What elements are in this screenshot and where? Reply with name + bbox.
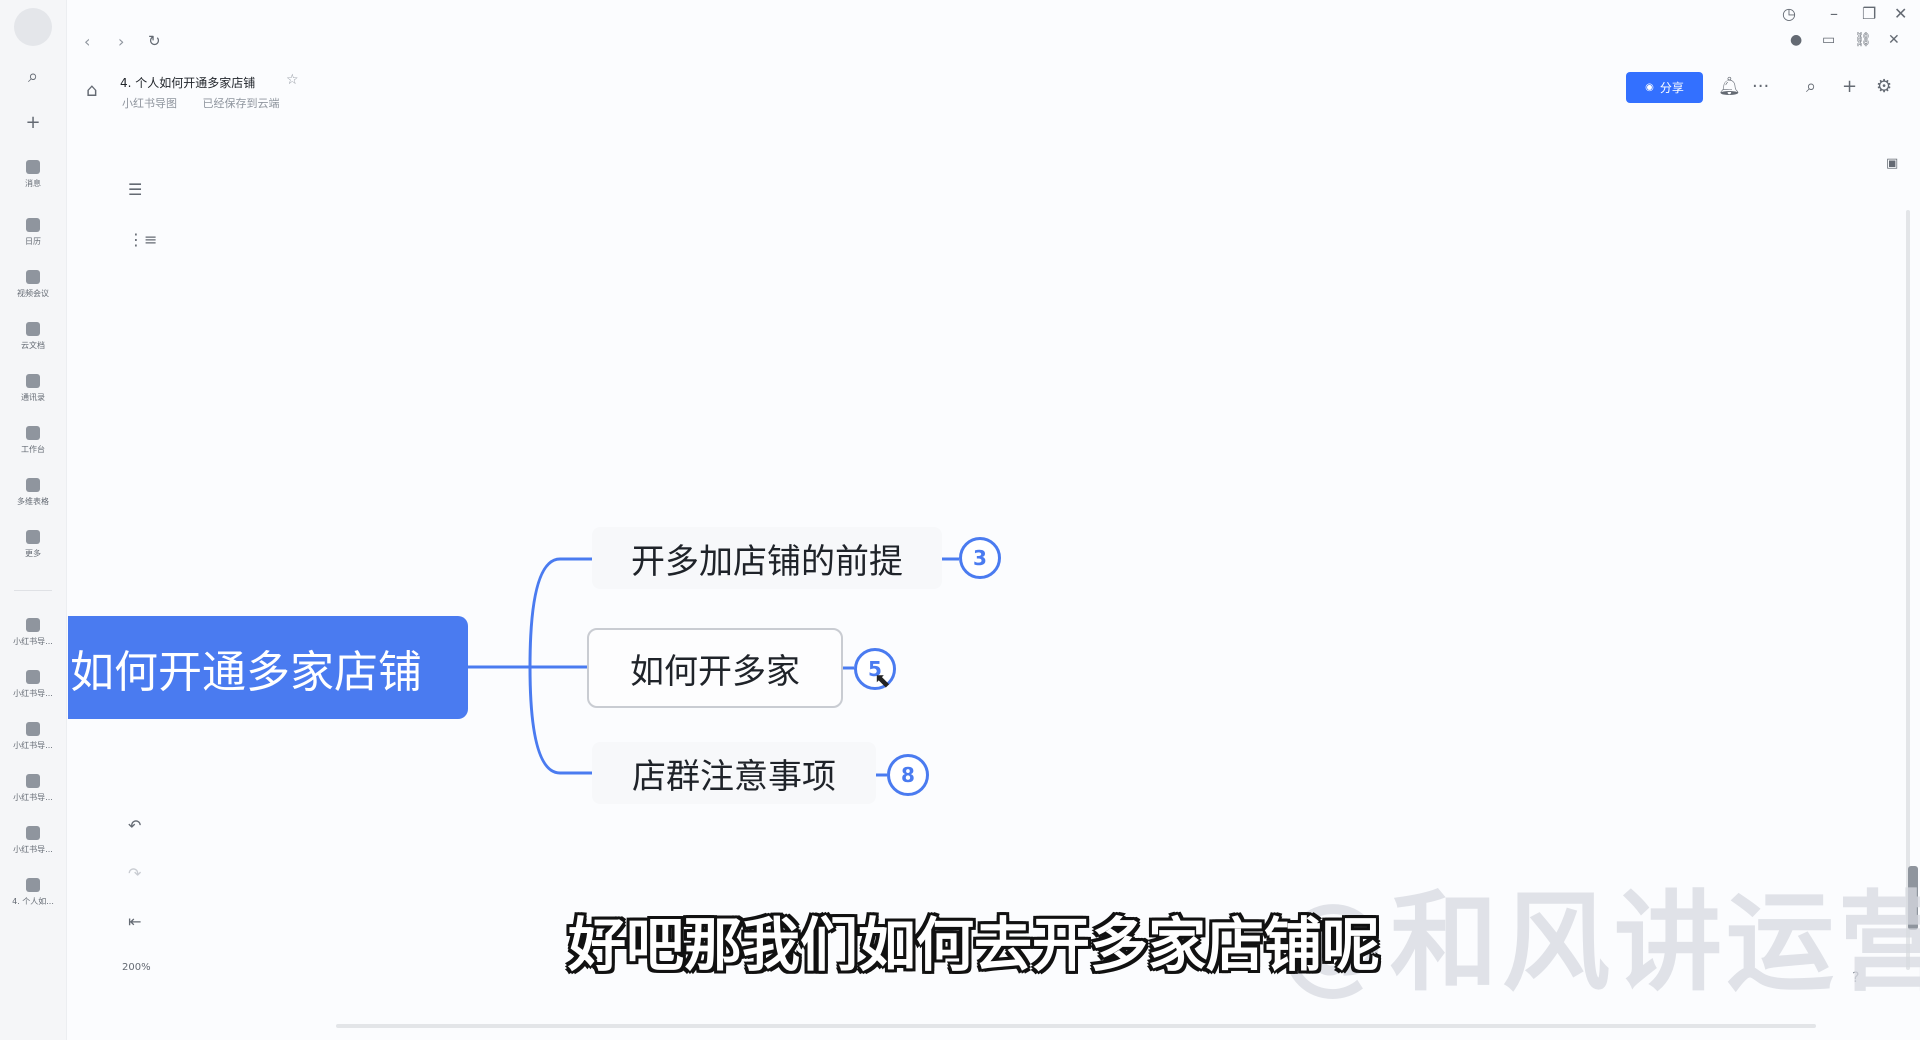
close-panel-icon[interactable]: ✕: [1888, 32, 1900, 48]
branch-lines: [468, 557, 592, 775]
help-icon[interactable]: ?: [1852, 970, 1860, 986]
outline-icon[interactable]: ☰: [128, 180, 143, 199]
structure-icon[interactable]: ⋮≡: [128, 230, 158, 249]
save-status: 已经保存到云端: [202, 97, 280, 110]
bell-icon[interactable]: 🔔︎: [1718, 76, 1741, 97]
sidebar-item-recent-3[interactable]: 小红书导...: [0, 722, 66, 751]
sidebar-item-docs[interactable]: 云文档: [0, 322, 66, 351]
doc-icon: [26, 826, 40, 840]
search-icon[interactable]: ⌕: [1806, 76, 1817, 97]
grid-icon: [26, 426, 40, 440]
sidebar-item-more[interactable]: 更多: [0, 530, 66, 559]
lock-icon: ◉: [1645, 82, 1654, 93]
sidebar-item-base[interactable]: 多维表格: [0, 478, 66, 507]
child-node-prerequisite[interactable]: 开多加店铺的前提: [592, 527, 942, 589]
sidebar-item-calendar[interactable]: 日历: [0, 218, 66, 247]
search-icon[interactable]: ⌕: [27, 66, 39, 87]
more-apps-icon: [26, 530, 40, 544]
calendar-icon: [26, 218, 40, 232]
collapse-count-badge[interactable]: 8: [887, 754, 929, 796]
vertical-scroll-thumb[interactable]: [1908, 866, 1918, 930]
share-button[interactable]: ◉ 分享: [1626, 72, 1703, 103]
back-icon[interactable]: ‹: [84, 32, 91, 51]
mindmap-icon: [26, 618, 40, 632]
collapse-icon[interactable]: ⇤: [128, 912, 142, 931]
minimize-icon[interactable]: –: [1830, 4, 1838, 23]
plus-icon[interactable]: +: [25, 112, 41, 133]
contacts-icon: [26, 374, 40, 388]
video-icon: [26, 270, 40, 284]
home-icon[interactable]: ⌂: [86, 80, 98, 101]
sidebar-item-recent-1[interactable]: 小红书导...: [0, 618, 66, 647]
horizontal-scrollbar[interactable]: [336, 1024, 1816, 1028]
collapse-count-badge[interactable]: 3: [959, 537, 1001, 579]
redo-icon[interactable]: ↷: [128, 864, 142, 883]
zoom-level[interactable]: 200%: [122, 962, 151, 973]
folder-label[interactable]: 小红书导图: [122, 97, 177, 110]
mouse-cursor-icon: ⬉: [874, 668, 891, 692]
avatar[interactable]: [14, 8, 52, 46]
child-node-notes[interactable]: 店群注意事项: [592, 742, 876, 804]
assistant-icon[interactable]: ●: [1790, 32, 1803, 48]
sidebar-item-contacts[interactable]: 通讯录: [0, 374, 66, 403]
doc-icon: [26, 722, 40, 736]
more-icon[interactable]: ···: [1752, 76, 1770, 97]
star-icon[interactable]: ☆: [286, 72, 299, 88]
sidebar-item-recent-5[interactable]: 小红书导...: [0, 826, 66, 855]
comment-icon[interactable]: ▣: [1886, 156, 1899, 171]
chat-icon: [26, 160, 40, 174]
history-icon[interactable]: ◷: [1782, 4, 1796, 23]
plus-icon[interactable]: +: [1842, 76, 1858, 97]
child-node-how-to-open[interactable]: 如何开多家: [587, 628, 843, 708]
link-icon[interactable]: ⛓︎: [1854, 32, 1872, 48]
refresh-icon[interactable]: ↻: [148, 32, 161, 50]
sidebar-item-workplace[interactable]: 工作台: [0, 426, 66, 455]
mindmap-icon: [26, 670, 40, 684]
settings-icon[interactable]: ⚙: [1876, 76, 1893, 97]
video-subtitle: 好吧那我们如何去开多家店铺呢: [568, 911, 1381, 979]
close-icon[interactable]: ✕: [1894, 4, 1908, 23]
app-sidebar: ⌕ + 消息 日历 视频会议 云文档 通讯录 工作台 多维表格 更多 小红书导.…: [0, 0, 67, 1040]
doc-icon: [26, 322, 40, 336]
table-icon: [26, 478, 40, 492]
undo-icon[interactable]: ↶: [128, 816, 142, 835]
window-icon[interactable]: ▭: [1822, 32, 1836, 48]
doc-icon: [26, 878, 40, 892]
maximize-icon[interactable]: ❐: [1862, 4, 1877, 23]
sidebar-divider: [14, 590, 52, 591]
sidebar-item-recent-2[interactable]: 小红书导...: [0, 670, 66, 699]
sidebar-item-video[interactable]: 视频会议: [0, 270, 66, 299]
root-node[interactable]: 如何开通多家店铺: [68, 616, 468, 719]
breadcrumb: 小红书导图 已经保存到云端: [122, 95, 302, 111]
sidebar-item-recent-6[interactable]: 4. 个人如...: [0, 878, 66, 907]
vertical-scrollbar[interactable]: [1906, 210, 1910, 970]
watermark: @和风讲运营: [1278, 881, 1920, 1006]
page-title[interactable]: 4. 个人如何开通多家店铺: [120, 76, 256, 90]
collapse-count-badge[interactable]: 5: [854, 648, 896, 690]
sidebar-item-recent-4[interactable]: 小红书导...: [0, 774, 66, 803]
forward-icon[interactable]: ›: [118, 32, 125, 51]
doc-icon: [26, 774, 40, 788]
sidebar-item-messages[interactable]: 消息: [0, 160, 66, 189]
